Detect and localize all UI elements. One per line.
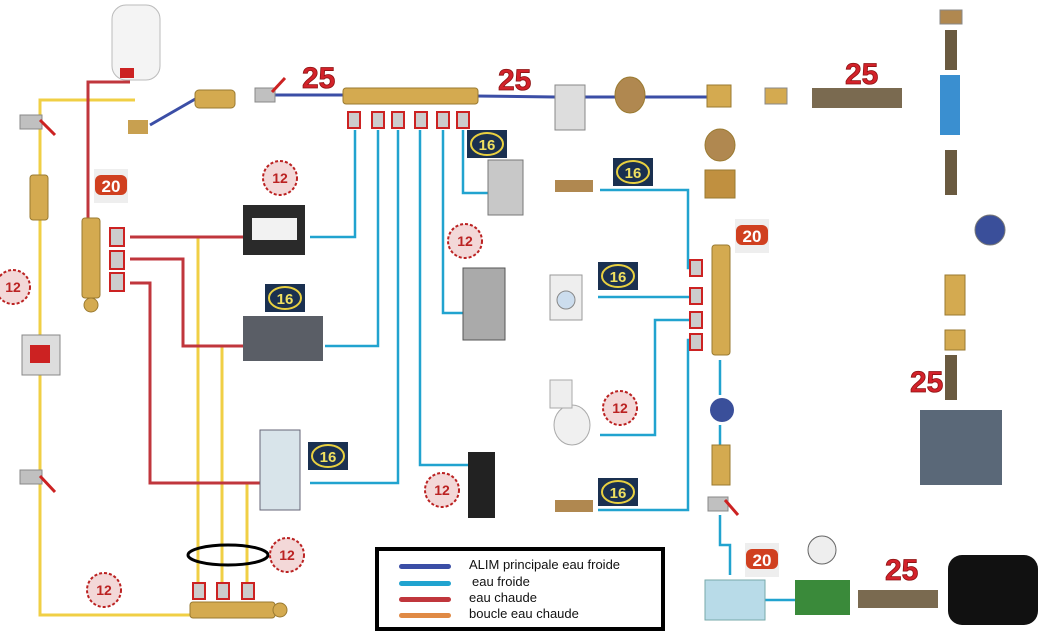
kitchen-sink-icon (243, 316, 323, 361)
cold-water-pipes (310, 130, 800, 602)
hot-water-loop-pipes (38, 98, 249, 617)
diameter-16-label: 16 (610, 269, 627, 286)
diameter-16-label: 16 (277, 291, 294, 308)
diameter-20-badges: 20 20 20 (94, 169, 779, 577)
hot-water-pipes (86, 80, 262, 485)
legend-label: eau chaude (469, 590, 537, 605)
legend-label: ALIM principale eau froide (469, 557, 621, 572)
fridge-icon (462, 267, 506, 341)
filter-icon (554, 84, 586, 131)
diameter-16-label: 16 (320, 449, 337, 466)
legend-label: eau froide (472, 574, 530, 589)
diameter-20-label: 20 (753, 551, 772, 570)
diameter-12-label: 12 (434, 482, 450, 498)
pipe-25-icon (812, 88, 902, 108)
diameter-16-label: 16 (625, 165, 642, 182)
diameter-16-badges: 16 16 16 16 16 16 (265, 130, 653, 506)
filters-icon (704, 579, 766, 621)
tee-fitting-icon (940, 75, 960, 135)
pump-icon (795, 580, 850, 615)
main-cold-pipes (149, 93, 710, 127)
washing-machine-icon (549, 274, 583, 321)
legend-item-main-cold: ALIM principale eau froide (379, 557, 661, 575)
fixtures (21, 30, 1038, 625)
diameter-25-label: 25 (498, 64, 531, 97)
loop-marker (186, 543, 270, 567)
diameter-16-label: 16 (610, 485, 627, 502)
diameter-12-label: 12 (5, 279, 21, 295)
diameter-25-label: 25 (302, 62, 335, 95)
pressure-gauge-icon (974, 214, 1006, 246)
diameter-12-label: 12 (96, 582, 112, 598)
diameter-12-label: 12 (457, 233, 473, 249)
diameter-25-labels: 25 25 25 25 25 (302, 58, 944, 588)
legend-item-cold: eau froide (379, 574, 661, 592)
diameter-25-label: 25 (845, 58, 878, 91)
legend-swatch (399, 597, 451, 602)
diameter-20-label: 20 (743, 227, 762, 246)
diameter-25-label: 25 (885, 554, 918, 587)
shower-icon (259, 429, 301, 511)
diameter-12-label: 12 (612, 400, 628, 416)
legend-item-hot: eau chaude (379, 590, 661, 608)
diameter-25-label: 25 (910, 366, 943, 399)
garden-tap-icon-2 (555, 500, 593, 512)
toilet-icon (553, 404, 591, 446)
brass-fittings (29, 76, 966, 619)
diameter-12-label: 12 (272, 170, 288, 186)
legend-label: boucle eau chaude (469, 606, 579, 621)
diameter-16-label: 16 (479, 137, 496, 154)
small-washbasin-icon (468, 452, 495, 518)
water-tank-icon (948, 555, 1038, 625)
diameter-12-badges: 12 12 12 12 12 12 12 (0, 160, 638, 608)
legend-item-loop: boucle eau chaude (379, 606, 661, 624)
manifold-valves (109, 111, 703, 600)
diameter-20-label: 20 (102, 177, 121, 196)
legend-swatch (399, 613, 451, 618)
diameter-12-label: 12 (279, 547, 295, 563)
dishwasher-icon (487, 159, 524, 216)
water-heater (111, 4, 161, 134)
garden-tap-icon (555, 180, 593, 192)
legend-swatch (399, 581, 451, 586)
meter-box-icon (920, 410, 1002, 485)
legend-swatch (399, 564, 451, 569)
ball-valves (19, 9, 963, 516)
legend: ALIM principale eau froide eau froide ea… (375, 547, 665, 631)
